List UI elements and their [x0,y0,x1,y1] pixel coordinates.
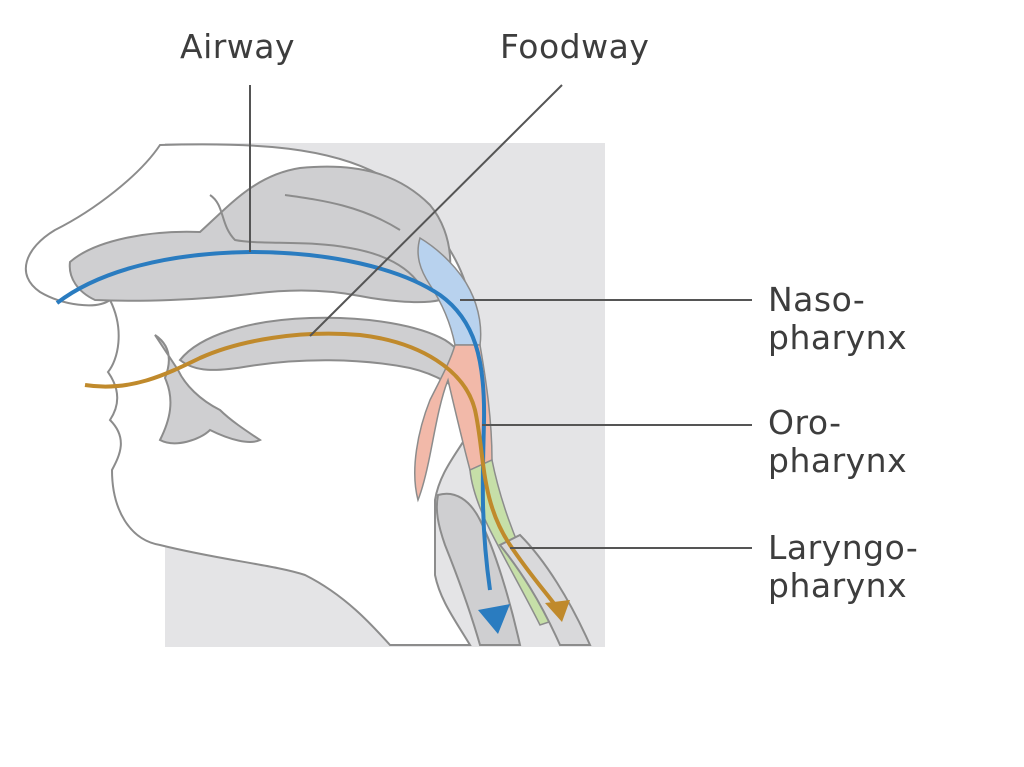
oropharynx-label: Oro- pharynx [768,404,907,480]
oropharynx-label-line2: pharynx [768,441,908,480]
airway-arrowhead [478,604,510,634]
foodway-label: Foodway [500,28,649,66]
nasal-turbinate-2 [284,194,401,231]
airway-label-text: Airway [180,27,296,66]
oropharynx-region [414,344,493,503]
laryngopharynx-label-line2: pharynx [768,566,908,605]
laryngopharynx-label: Laryngo- pharynx [768,529,918,605]
foodway-arrowhead [545,600,570,622]
nasopharynx-label-line2: pharynx [768,318,908,357]
laryngopharynx-label-line1: Laryngo- [768,528,919,567]
foodway-path [84,331,557,607]
lower-jaw-mass [154,334,262,445]
nasal-turbinate [209,194,421,286]
oropharynx-label-line1: Oro- [768,403,842,442]
nasopharynx-label: Naso- pharynx [768,281,907,357]
foodway-leader [309,84,563,337]
foodway-label-text: Foodway [500,27,650,66]
nasopharynx-label-line1: Naso- [768,280,866,319]
airway-label: Airway [180,28,295,66]
